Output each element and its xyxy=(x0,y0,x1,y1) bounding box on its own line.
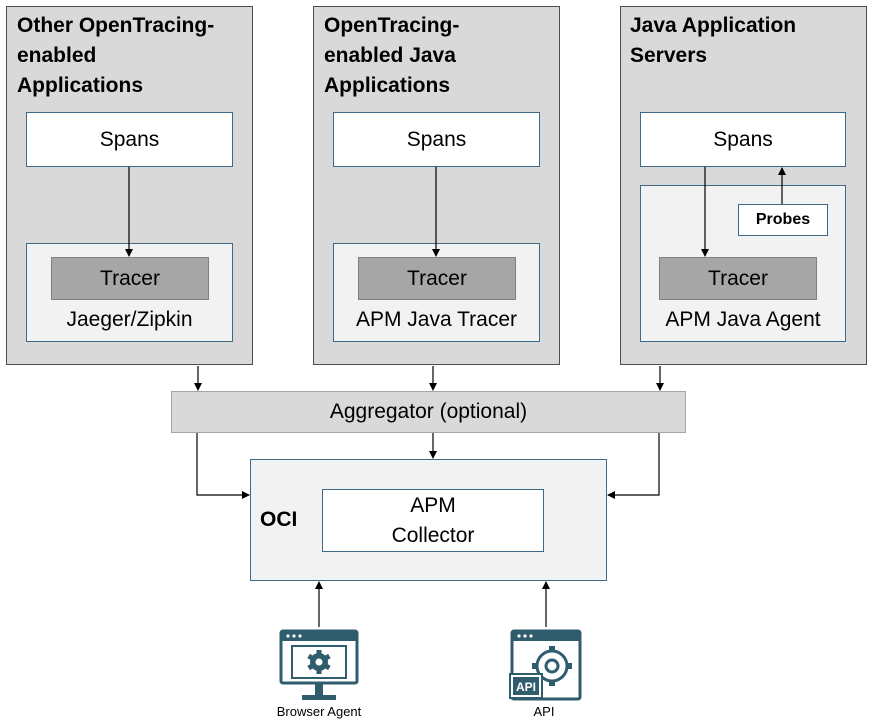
browser-agent-label: Browser Agent xyxy=(276,704,362,719)
collector-line: Collector xyxy=(391,523,475,547)
probes-box: Probes xyxy=(738,204,828,236)
browser-gear-icon xyxy=(278,628,360,704)
group-title-line: Applications xyxy=(324,74,451,97)
api-label: API xyxy=(533,704,555,719)
group-title-line: Applications xyxy=(17,74,144,97)
group-title: Other OpenTracing- enabled Applications xyxy=(17,11,252,101)
group-title-line: Servers xyxy=(630,44,708,67)
group-title: OpenTracing- enabled Java Applications xyxy=(324,11,559,101)
tracer-box: Tracer xyxy=(358,257,516,300)
spans-box: Spans xyxy=(333,112,540,167)
spans-box: Spans xyxy=(640,112,846,167)
group-title-line: OpenTracing- xyxy=(324,14,460,37)
library-label: APM Java Agent xyxy=(665,308,821,331)
tracer-box: Tracer xyxy=(659,257,817,300)
group-title-line: Other OpenTracing- xyxy=(17,14,215,37)
library-label: APM Java Tracer xyxy=(355,308,518,331)
oci-label: OCI xyxy=(260,508,298,531)
group-title-line: Java Application xyxy=(630,14,797,37)
apm-collector-box: APM Collector xyxy=(322,489,544,552)
spans-box: Spans xyxy=(26,112,233,167)
group-title-line: enabled Java xyxy=(324,44,456,67)
aggregator-box: Aggregator (optional) xyxy=(171,391,686,433)
collector-line: APM xyxy=(410,493,456,517)
tracer-box: Tracer xyxy=(51,257,209,300)
group-title-line: enabled xyxy=(17,44,97,67)
svg-text:API: API xyxy=(516,680,536,694)
library-label: Jaeger/Zipkin xyxy=(66,308,193,331)
api-gear-icon: API xyxy=(508,628,584,702)
group-title: Java Application Servers xyxy=(630,11,865,71)
